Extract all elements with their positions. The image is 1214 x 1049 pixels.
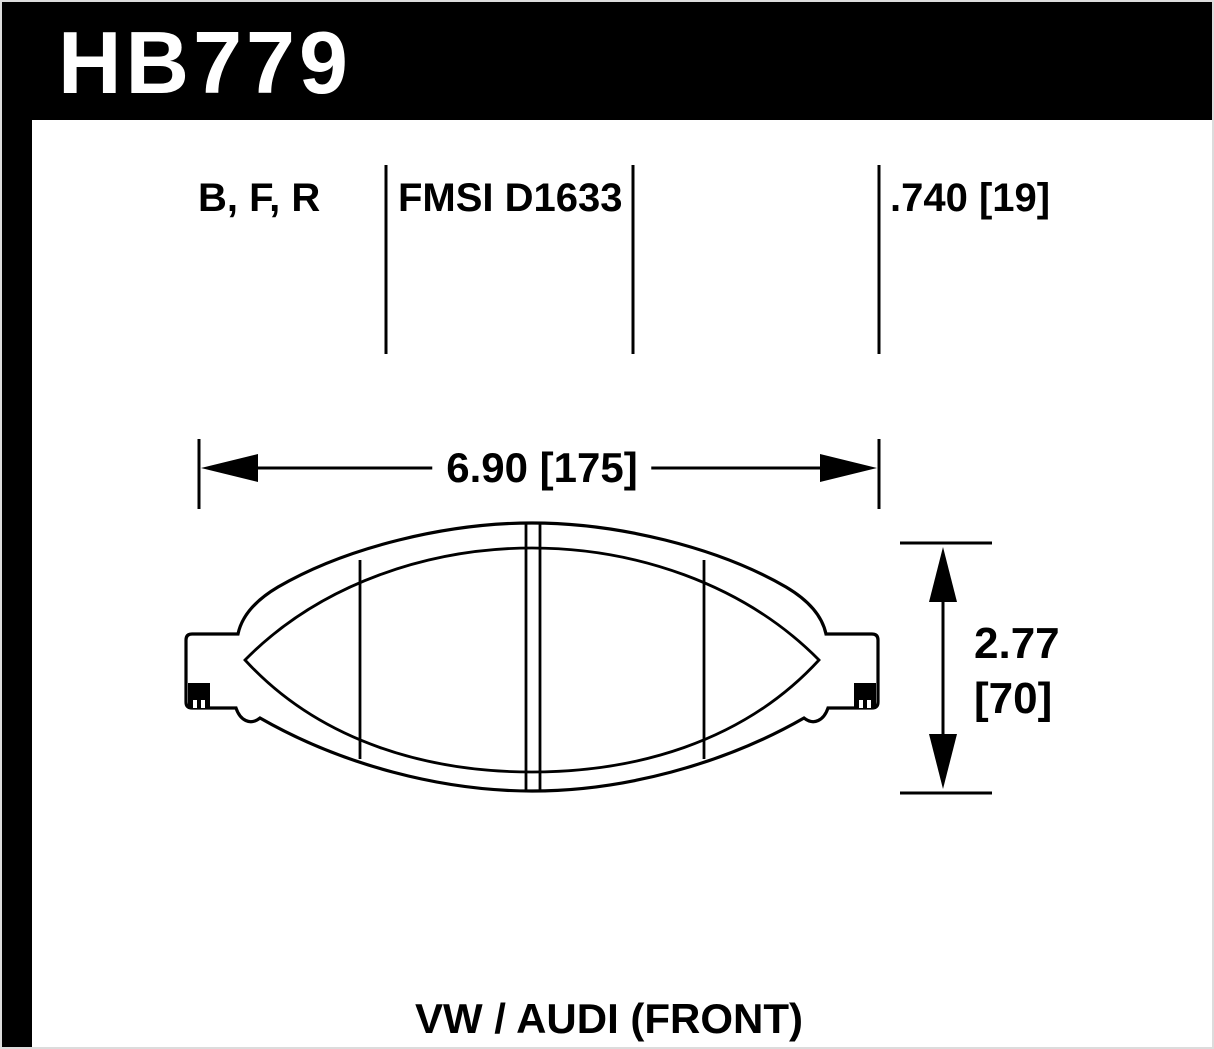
arrow-up-icon bbox=[929, 547, 957, 602]
brake-pad-outline bbox=[184, 521, 880, 793]
left-nub bbox=[188, 683, 210, 709]
height-millimeters: [70] bbox=[974, 674, 1053, 723]
pad-slot-lines bbox=[358, 524, 706, 790]
spec-divider-lines bbox=[384, 165, 881, 354]
friction-surface-outline bbox=[243, 546, 821, 774]
backing-plate-outline bbox=[184, 521, 880, 793]
pad-thickness-label: .740 [19] bbox=[890, 176, 1051, 220]
width-dimension-label: 6.90 [175] bbox=[432, 444, 652, 492]
left-black-bar bbox=[2, 2, 32, 1047]
header-bar: HB779 bbox=[2, 2, 1212, 120]
height-dimension-lines bbox=[900, 541, 992, 795]
arrow-right-icon bbox=[820, 454, 877, 482]
arrow-left-icon bbox=[201, 454, 258, 482]
compound-codes-label: B, F, R bbox=[198, 176, 321, 220]
application-label: VW / AUDI (FRONT) bbox=[414, 995, 804, 1042]
width-dimension-lines bbox=[197, 439, 881, 509]
abutment-nubs bbox=[188, 683, 876, 709]
height-inches: 2.77 bbox=[974, 619, 1060, 668]
part-number: HB779 bbox=[58, 13, 352, 112]
right-nub bbox=[854, 683, 876, 709]
arrow-down-icon bbox=[929, 734, 957, 789]
fmsi-number-label: FMSI D1633 bbox=[398, 176, 623, 220]
height-dimension-label: 2.77 [70] bbox=[974, 616, 1060, 726]
